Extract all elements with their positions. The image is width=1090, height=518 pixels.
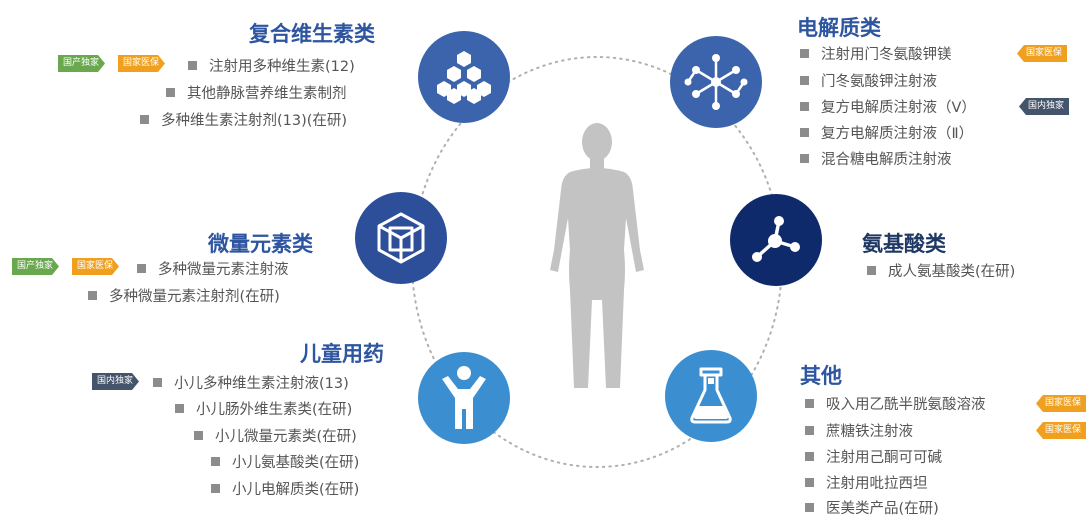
children-item: 小儿电解质类(在研) bbox=[211, 481, 359, 499]
amino-acids-title: 氨基酸类 bbox=[862, 232, 946, 256]
children-item: 小儿微量元素类(在研) bbox=[194, 428, 357, 446]
vitamins-item: 多种维生素注射剂(13)(在研) bbox=[140, 112, 347, 130]
electrolytes-item: 复方电解质注射液（Ⅴ） bbox=[800, 99, 976, 117]
domestic-exclusive-tag: 国产独家 bbox=[12, 258, 59, 275]
human-figure-icon bbox=[550, 123, 644, 388]
domestic-exclusive-tag: 国内独家 bbox=[1019, 98, 1070, 115]
honeycomb-icon bbox=[437, 51, 491, 104]
national-insurance-tag: 国家医保 bbox=[118, 55, 165, 72]
molecule-network-icon bbox=[684, 54, 748, 110]
domestic-exclusive-tag: 国产独家 bbox=[58, 55, 105, 72]
electrolytes-item: 注射用门冬氨酸钾镁 bbox=[800, 46, 952, 64]
cube-icon bbox=[377, 212, 425, 264]
vitamins-title: 复合维生素类 bbox=[249, 22, 375, 46]
electrolytes-circle bbox=[670, 36, 762, 128]
other-circle bbox=[665, 350, 757, 442]
electrolytes-item: 混合糖电解质注射液 bbox=[800, 151, 952, 169]
vitamins-circle bbox=[418, 31, 510, 123]
electrolytes-item: 门冬氨酸钾注射液 bbox=[800, 73, 937, 91]
trace-elements-item: 多种微量元素注射剂(在研) bbox=[88, 288, 280, 306]
national-insurance-tag: 国家医保 bbox=[72, 258, 119, 275]
other-item: 蔗糖铁注射液 bbox=[805, 423, 913, 441]
trace-elements-circle bbox=[355, 192, 447, 284]
national-insurance-tag: 国家医保 bbox=[1036, 395, 1087, 412]
flask-icon bbox=[690, 367, 732, 424]
other-item: 医美类产品(在研) bbox=[805, 500, 939, 518]
national-insurance-tag: 国家医保 bbox=[1017, 45, 1068, 62]
national-insurance-tag: 国家医保 bbox=[1036, 422, 1087, 439]
trace-elements-title: 微量元素类 bbox=[208, 232, 313, 256]
amino-acids-item: 成人氨基酸类(在研) bbox=[867, 263, 1015, 281]
vitamins-item: 其他静脉营养维生素制剂 bbox=[166, 85, 347, 103]
children-item: 小儿肠外维生素类(在研) bbox=[175, 401, 352, 419]
other-title: 其他 bbox=[800, 364, 842, 388]
molecule-icon bbox=[752, 216, 800, 262]
children-item: 小儿多种维生素注射液(13) bbox=[153, 375, 349, 393]
other-item: 吸入用乙酰半胱氨酸溶液 bbox=[805, 396, 986, 414]
other-item: 注射用己酮可可碱 bbox=[805, 449, 942, 467]
children-title: 儿童用药 bbox=[300, 342, 384, 366]
other-item: 注射用吡拉西坦 bbox=[805, 475, 928, 493]
children-item: 小儿氨基酸类(在研) bbox=[211, 454, 359, 472]
domestic-exclusive-tag: 国内独家 bbox=[92, 373, 139, 390]
electrolytes-title: 电解质类 bbox=[797, 16, 881, 40]
children-circle bbox=[418, 352, 510, 444]
vitamins-item: 注射用多种维生素(12) bbox=[188, 58, 355, 76]
trace-elements-item: 多种微量元素注射液 bbox=[137, 261, 289, 279]
amino-acids-circle bbox=[730, 194, 822, 286]
child-icon bbox=[442, 366, 486, 429]
electrolytes-item: 复方电解质注射液（Ⅱ） bbox=[800, 125, 973, 143]
